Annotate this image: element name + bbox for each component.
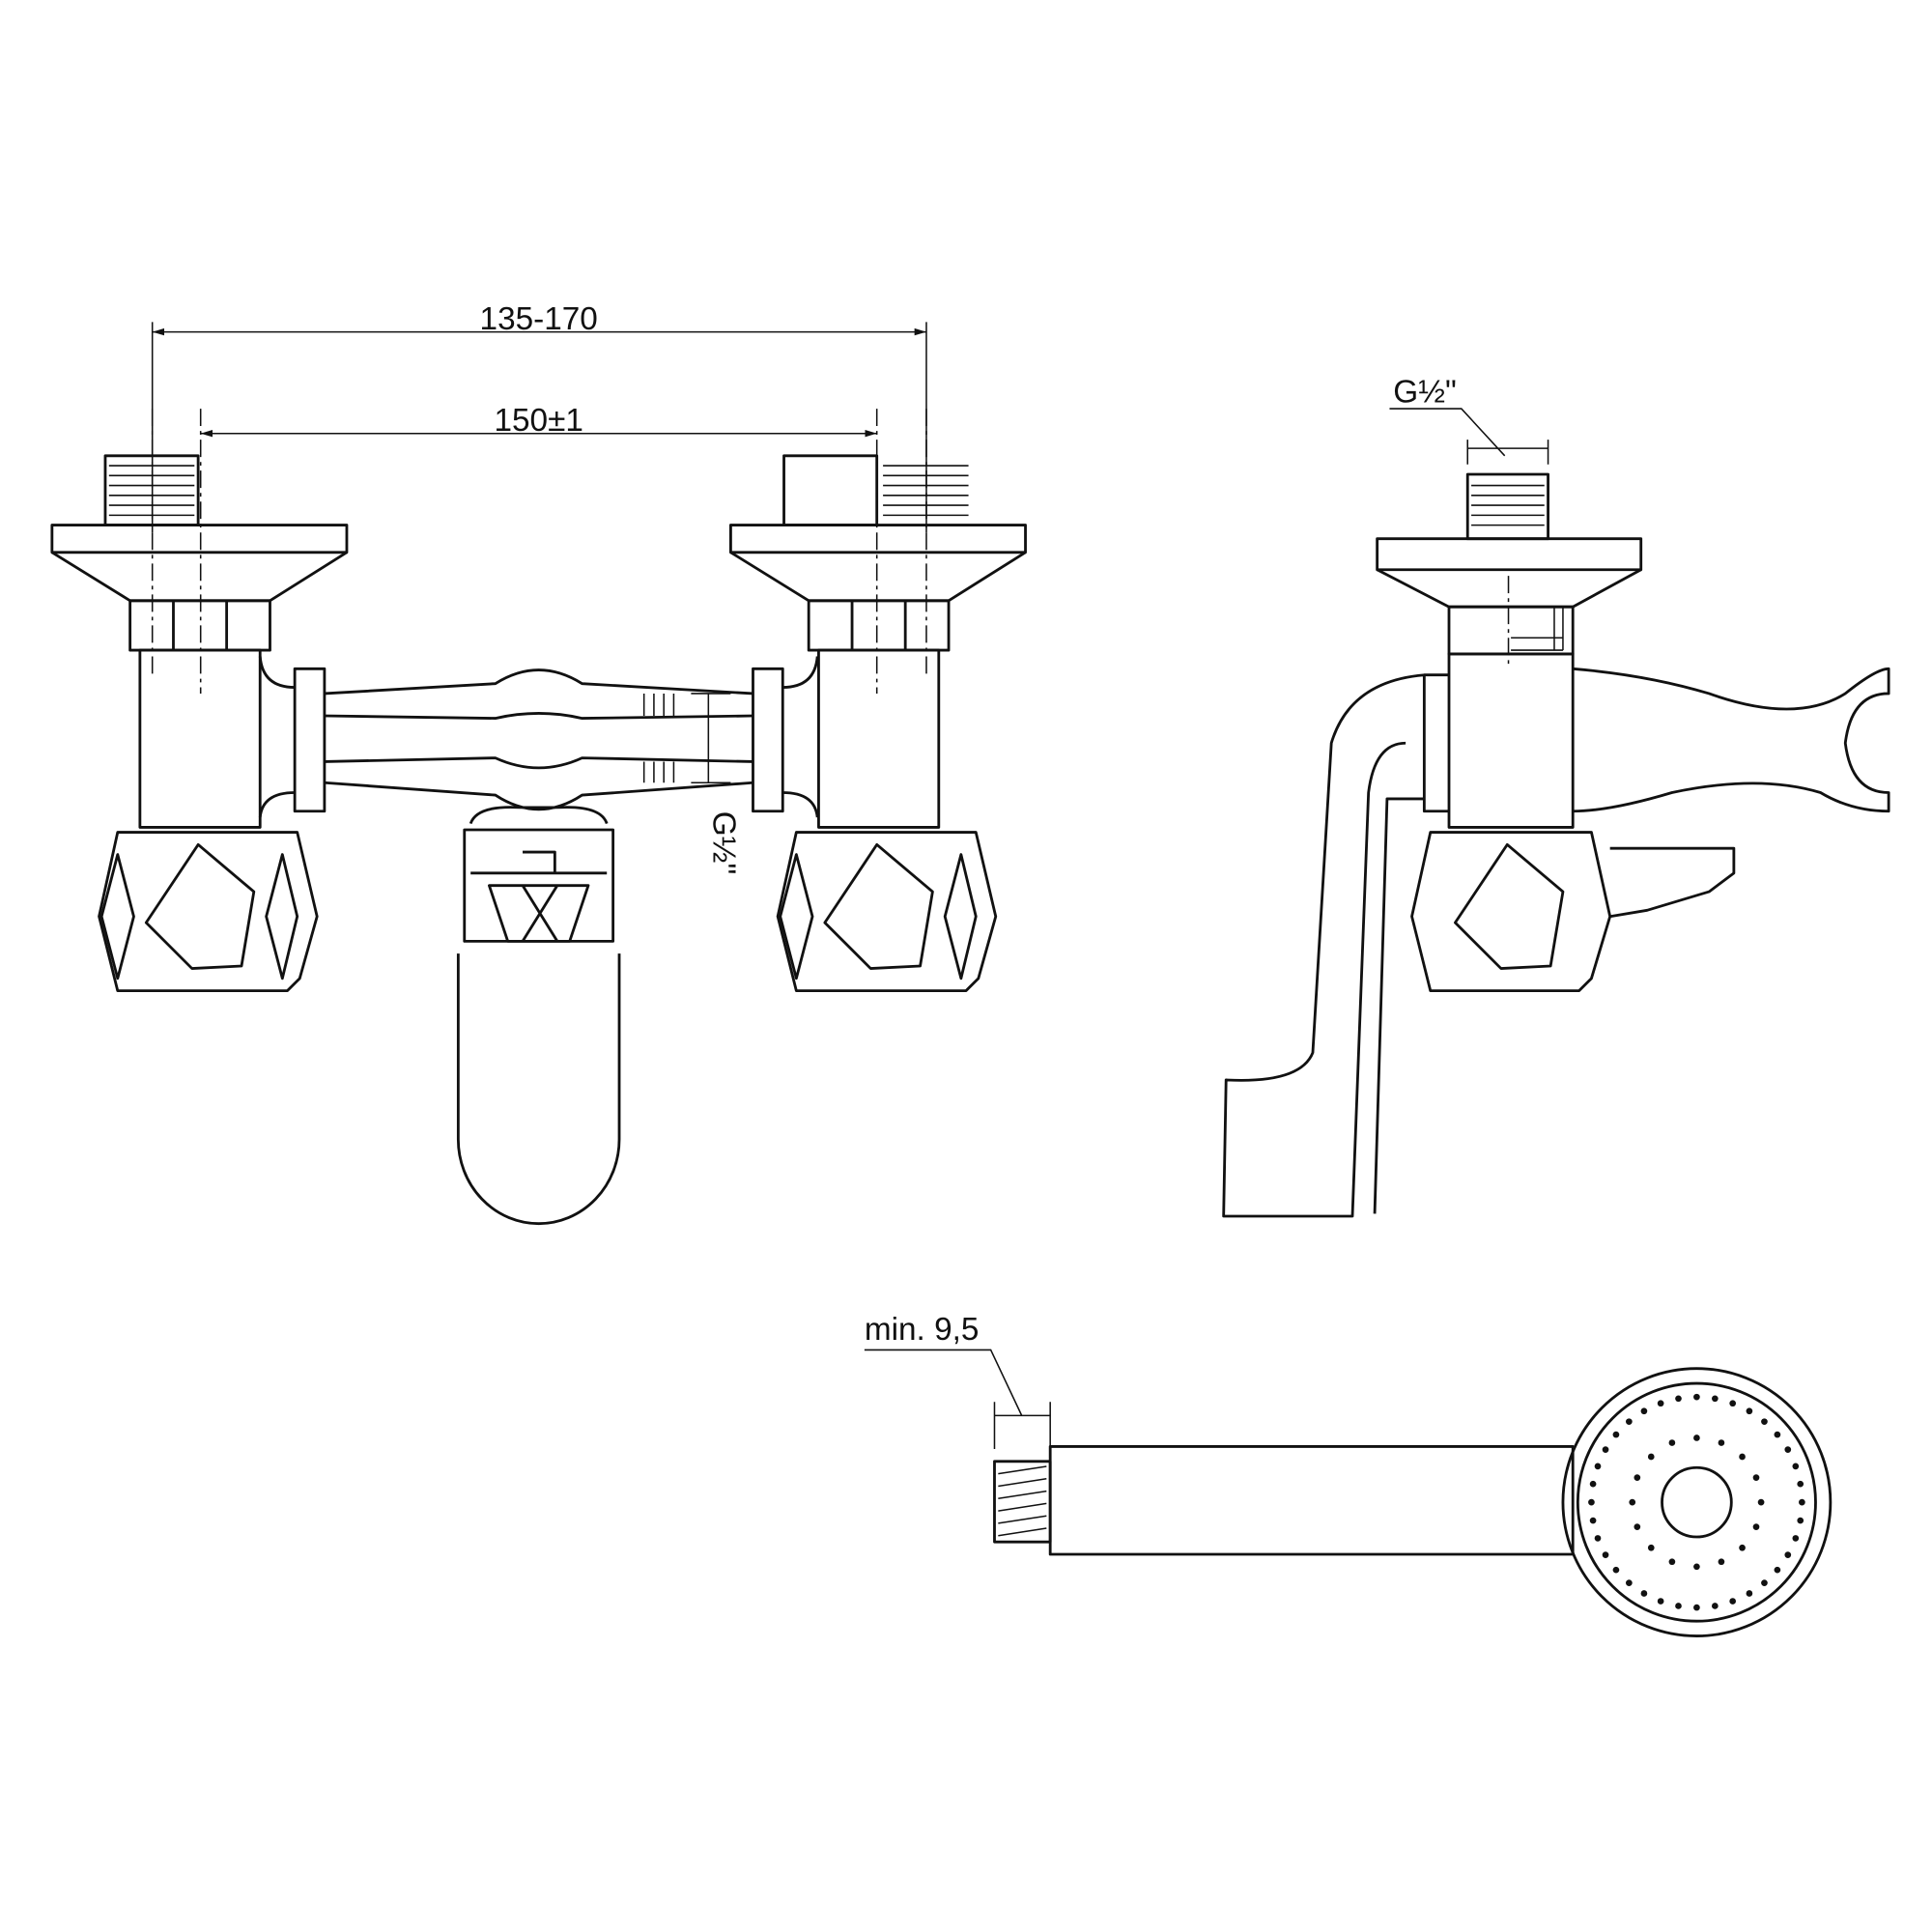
spray-hole — [1675, 1603, 1682, 1609]
spray-hole — [1712, 1603, 1719, 1609]
spray-hole — [1647, 1544, 1655, 1551]
spray-hole — [1693, 1435, 1700, 1441]
spray-hole — [1612, 1431, 1620, 1438]
spray-hole — [1657, 1400, 1664, 1407]
spray-hole — [1693, 1393, 1700, 1401]
spray-hole — [1752, 1474, 1760, 1481]
spray-hole — [1729, 1598, 1737, 1605]
spray-hole — [1626, 1579, 1633, 1586]
spray-hole — [1640, 1590, 1648, 1597]
spray-hole — [1657, 1598, 1664, 1605]
left-bracket — [293, 667, 327, 813]
spray-hole — [1757, 1498, 1765, 1506]
spray-hole — [1589, 1480, 1597, 1488]
spray-hole — [1589, 1517, 1597, 1524]
spray-hole — [1784, 1446, 1792, 1453]
spray-hole — [1718, 1558, 1725, 1566]
spray-hole — [1612, 1566, 1620, 1574]
spray-hole — [1797, 1517, 1804, 1524]
spray-hole — [1693, 1563, 1700, 1571]
spray-hole — [1752, 1523, 1760, 1530]
spray-hole — [1746, 1590, 1753, 1597]
spray-hole — [1602, 1551, 1609, 1558]
side-thread-label: G½" — [1393, 375, 1457, 411]
spray-hole — [1668, 1439, 1676, 1446]
right-valve — [729, 454, 1027, 993]
front-thread-label: G½" — [705, 811, 741, 875]
spray-hole — [1784, 1551, 1792, 1558]
spray-hole — [1588, 1498, 1595, 1506]
spray-hole — [1602, 1446, 1609, 1453]
spray-hole — [1693, 1604, 1700, 1611]
spray-hole — [1668, 1558, 1676, 1566]
spray-hole — [1774, 1431, 1781, 1438]
front-view: 135-170 150±1 G½" — [50, 301, 1027, 1226]
dimension-center-label: 150±1 — [494, 403, 582, 439]
spray-hole — [1761, 1418, 1768, 1425]
spray-hole — [1640, 1407, 1648, 1415]
spray-hole — [1634, 1523, 1641, 1530]
spray-hole — [1799, 1498, 1805, 1506]
shower-thread-label: min. 9,5 — [865, 1312, 980, 1348]
spray-hole — [1739, 1453, 1746, 1461]
spray-hole — [1729, 1400, 1737, 1407]
left-valve — [50, 454, 349, 993]
spray-hole — [1626, 1418, 1633, 1425]
spray-hole — [1774, 1566, 1781, 1574]
side-view: G½" — [1222, 375, 1890, 1218]
spray-hole — [1739, 1544, 1746, 1551]
spray-hole — [1634, 1474, 1641, 1481]
spray-hole — [1675, 1395, 1682, 1403]
right-bracket — [752, 667, 784, 813]
spray-hole — [1718, 1439, 1725, 1446]
spray-hole — [1712, 1395, 1719, 1403]
spray-hole — [1594, 1535, 1602, 1542]
spray-hole — [1761, 1579, 1768, 1586]
spray-hole — [1792, 1463, 1800, 1470]
spray-hole — [1792, 1535, 1800, 1542]
hand-shower-view: min. 9,5 — [865, 1312, 1833, 1638]
spray-hole — [1594, 1463, 1602, 1470]
dimension-range-label: 135-170 — [480, 301, 598, 337]
spray-hole — [1746, 1407, 1753, 1415]
spray-hole — [1797, 1480, 1804, 1488]
spray-hole — [1647, 1453, 1655, 1461]
spray-hole — [1629, 1498, 1636, 1506]
